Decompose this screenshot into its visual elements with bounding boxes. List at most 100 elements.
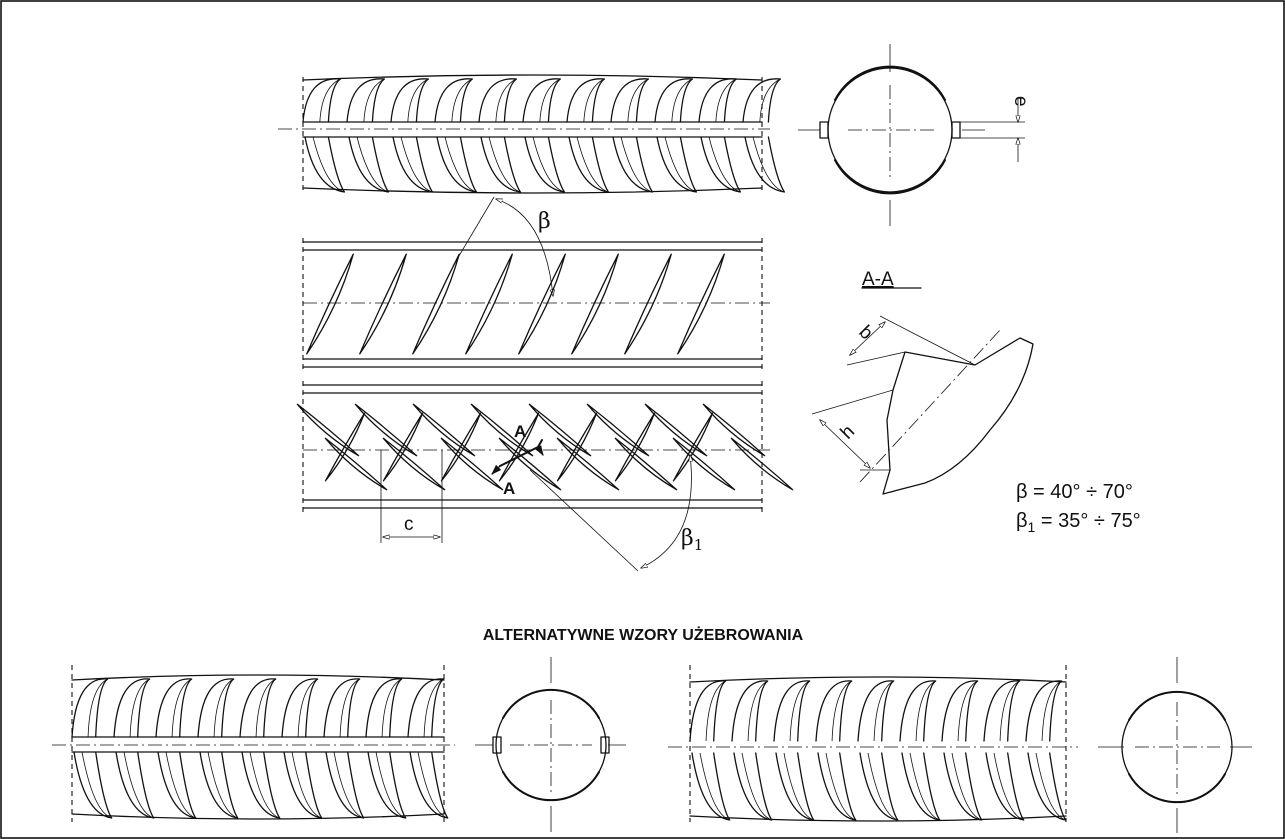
crescent-rib	[498, 437, 562, 491]
rib	[409, 751, 449, 819]
crescent-rib	[465, 253, 513, 355]
crescent-ribs-uniform	[306, 253, 725, 355]
rib-edge	[747, 680, 768, 742]
rib	[283, 751, 323, 819]
crescent-rib	[296, 403, 360, 457]
crescent-rib	[518, 253, 566, 355]
crescent-rib	[702, 403, 766, 457]
alt-pattern-1-side-view	[52, 665, 455, 822]
crescent-ribs-alternating	[296, 403, 794, 491]
rib-edge	[407, 78, 429, 123]
rib-edge	[312, 136, 345, 193]
rib	[731, 680, 769, 742]
rebar-plan-view-1	[302, 238, 770, 372]
rebar-cross-section: e	[798, 44, 1031, 226]
rebar-plan-view-2: c A A	[296, 381, 794, 543]
section-mark-a-upper: A	[514, 422, 526, 441]
rib	[941, 680, 979, 742]
rib	[241, 751, 281, 819]
rib	[773, 680, 811, 742]
alt-pattern-2-cross-section	[1098, 657, 1252, 833]
rib-edge	[339, 678, 360, 738]
crescent-rib	[440, 412, 482, 482]
rib-edge	[825, 752, 856, 821]
rib-edge	[708, 136, 741, 193]
rib-edge	[627, 78, 649, 123]
rib-edge	[620, 136, 653, 193]
rib-edge	[1035, 752, 1066, 821]
rib-edge	[539, 78, 561, 123]
crescent-rib	[412, 403, 476, 457]
rebar-top-ribs	[302, 74, 782, 123]
rib-edge	[671, 78, 693, 123]
crescent-rib	[354, 403, 418, 457]
alt-pattern-2-side-view	[668, 665, 1078, 822]
rib	[348, 136, 390, 193]
rib-edge	[363, 78, 385, 123]
rib-edge	[909, 752, 940, 821]
rib-edge	[207, 751, 238, 819]
rib-edge	[171, 678, 192, 738]
crescent-rib	[470, 403, 534, 457]
rib	[113, 678, 151, 738]
rib	[1025, 680, 1063, 742]
formula-beta: β = 40° ÷ 70°	[1016, 481, 1133, 503]
rib-edge	[1041, 680, 1062, 742]
rib	[1027, 752, 1067, 821]
rib	[434, 78, 474, 123]
section-a-a: A-A b h	[811, 269, 1034, 495]
crescent-rib	[306, 253, 354, 355]
rib-edge	[705, 680, 726, 742]
rib	[480, 136, 522, 193]
beta1-angle-dimension: β1	[529, 455, 703, 572]
rib-outline	[302, 187, 763, 194]
rib	[689, 680, 727, 742]
crescent-rib	[412, 253, 460, 355]
rib	[857, 680, 895, 742]
rib-edge	[451, 78, 473, 123]
rib	[323, 678, 361, 738]
crescent-rib	[382, 437, 446, 491]
rib-edge	[915, 680, 936, 742]
rib-edge	[417, 751, 448, 819]
beta-angle-dimension: β	[452, 196, 553, 296]
beta-label: β	[538, 209, 551, 234]
rib-edge	[249, 751, 280, 819]
crescent-rib	[644, 403, 708, 457]
alternative-patterns-heading: ALTERNATYWNE WZORY UŻEBROWANIA	[483, 626, 804, 644]
crescent-rib	[730, 437, 794, 491]
rib	[698, 78, 738, 123]
section-mark-a-lower: A	[503, 479, 515, 498]
rib-edge	[444, 136, 477, 193]
rib	[610, 78, 650, 123]
rib	[71, 678, 109, 738]
rib	[304, 136, 346, 193]
crescent-rib	[528, 403, 592, 457]
rib	[817, 752, 857, 821]
rib-edge	[789, 680, 810, 742]
rib	[155, 678, 193, 738]
rib-edge	[297, 678, 318, 738]
rib-edge	[381, 678, 402, 738]
rib-edge	[583, 78, 605, 123]
rib-outline	[689, 676, 1067, 683]
rib	[983, 680, 1021, 742]
rib	[654, 78, 694, 123]
crescent-rib	[677, 253, 725, 355]
crescent-rib	[324, 437, 388, 491]
rib	[775, 752, 815, 821]
rib-edge	[999, 680, 1020, 742]
crescent-rib	[571, 253, 619, 355]
rib-edge	[576, 136, 609, 193]
rib-edge	[831, 680, 852, 742]
rib	[302, 78, 342, 123]
rib	[943, 752, 983, 821]
rib	[115, 751, 155, 819]
rib-outline	[689, 815, 1067, 822]
rib	[346, 78, 386, 123]
rib-edge	[752, 136, 785, 193]
rib	[407, 678, 445, 738]
rib	[73, 751, 113, 819]
rib-edge	[488, 136, 521, 193]
